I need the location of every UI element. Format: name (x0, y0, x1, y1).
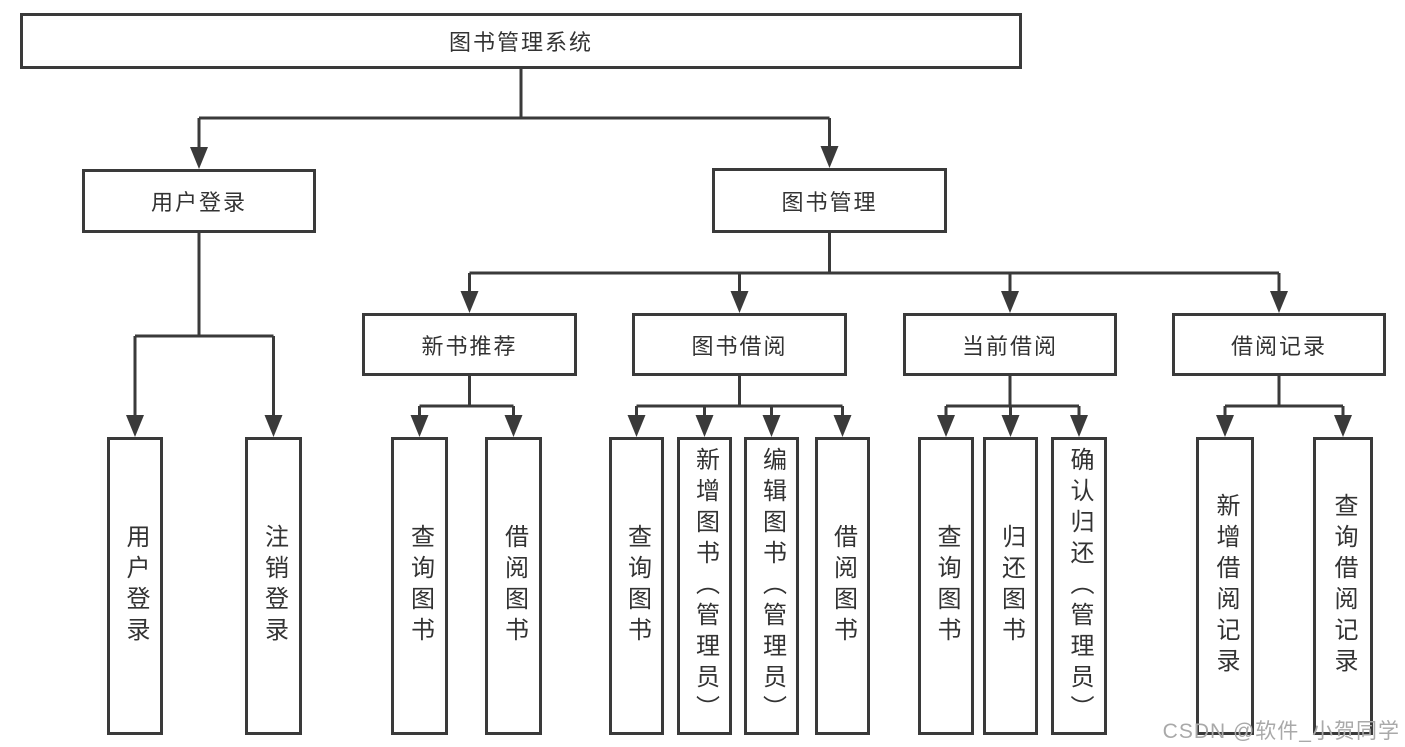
node-leaf-return-book: 归还图书 (983, 437, 1038, 735)
node-leaf-edit-book-admin: 编辑图书（管理员） (744, 437, 799, 735)
node-label: 借阅图书 (500, 524, 528, 648)
node-label: 图书借阅 (691, 333, 788, 359)
node-leaf-query-book-2: 查询图书 (609, 437, 664, 735)
node-user-login: 用户登录 (82, 169, 316, 233)
node-label: 归还图书 (997, 524, 1025, 648)
watermark-text: CSDN @软件_小贺同学 (1162, 720, 1400, 743)
node-root-system: 图书管理系统 (20, 13, 1022, 69)
node-leaf-query-book-1: 查询图书 (391, 437, 448, 735)
node-label: 查询图书 (406, 524, 434, 648)
node-label: 借阅记录 (1230, 333, 1327, 359)
node-label: 用户登录 (122, 524, 149, 648)
node-label: 图书管理 (781, 189, 878, 215)
node-leaf-query-book-3: 查询图书 (918, 437, 974, 735)
node-label: 借阅图书 (829, 524, 857, 648)
node-book-management: 图书管理 (712, 168, 947, 233)
node-borrowing-records: 借阅记录 (1172, 313, 1386, 376)
node-label: 用户登录 (150, 190, 247, 215)
node-label: 查询图书 (623, 524, 651, 648)
node-label: 新增图书（管理员） (691, 446, 719, 726)
node-leaf-confirm-return: 确认归还（管理员） (1051, 437, 1107, 735)
node-label: 确认归还（管理员） (1066, 446, 1093, 726)
node-book-borrowing: 图书借阅 (632, 313, 847, 376)
node-leaf-logout: 注销登录 (245, 437, 302, 735)
node-label: 新书推荐 (421, 333, 518, 359)
node-leaf-add-record: 新增借阅记录 (1196, 437, 1254, 735)
node-label: 编辑图书（管理员） (758, 446, 786, 726)
node-current-borrowing: 当前借阅 (903, 313, 1117, 376)
node-leaf-borrow-book-2: 借阅图书 (815, 437, 870, 735)
node-label: 图书管理系统 (448, 30, 593, 55)
node-new-book-recommend: 新书推荐 (362, 313, 577, 376)
node-leaf-add-book-admin: 新增图书（管理员） (677, 437, 732, 735)
node-label: 查询图书 (933, 524, 960, 648)
node-leaf-query-record: 查询借阅记录 (1313, 437, 1373, 735)
node-label: 当前借阅 (961, 333, 1058, 359)
node-leaf-borrow-book-1: 借阅图书 (485, 437, 542, 735)
node-label: 注销登录 (260, 524, 288, 648)
node-label: 新增借阅记录 (1212, 493, 1239, 679)
node-label: 查询借阅记录 (1330, 493, 1357, 679)
node-leaf-user-login: 用户登录 (107, 437, 163, 735)
